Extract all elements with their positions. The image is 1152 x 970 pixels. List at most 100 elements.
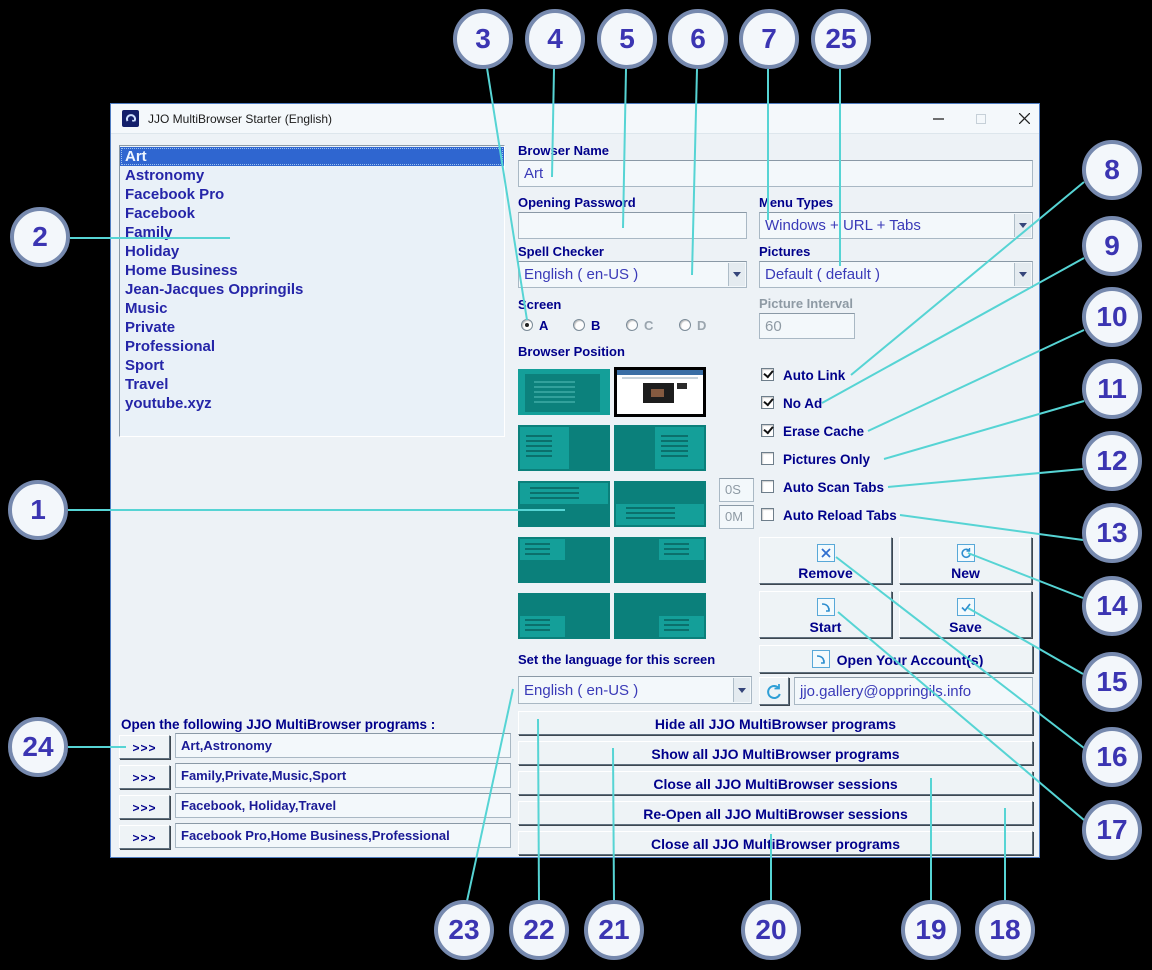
window-title: JJO MultiBrowser Starter (English) xyxy=(148,112,333,126)
screen-radio-c-label: C xyxy=(644,318,654,333)
spell-checker-label: Spell Checker xyxy=(518,244,604,259)
position-thumb-left-half[interactable] xyxy=(518,425,610,471)
screen-radio-b-label: B xyxy=(591,318,601,333)
list-item[interactable]: Private xyxy=(125,319,176,336)
list-item[interactable]: Professional xyxy=(125,338,216,355)
position-thumb-bottom-left[interactable] xyxy=(518,593,610,639)
browser-profile-list[interactable]: Art Astronomy Facebook Pro Facebook Fami… xyxy=(119,145,505,437)
list-item[interactable]: Astronomy xyxy=(125,167,205,184)
screen-radio-a[interactable] xyxy=(521,319,533,331)
auto-scan-tabs-checkbox[interactable] xyxy=(761,480,774,493)
minimize-button[interactable] xyxy=(921,106,955,131)
open-accounts-button[interactable]: Open Your Account(s) xyxy=(759,645,1033,673)
offset-seconds-input: 0S xyxy=(719,478,754,502)
list-item[interactable]: Facebook xyxy=(125,205,196,222)
callout-12: 12 xyxy=(1082,431,1142,491)
launch-set-3-button[interactable]: >>> xyxy=(119,795,170,819)
remove-button[interactable]: Remove xyxy=(759,537,892,584)
new-refresh-icon xyxy=(957,544,975,562)
new-button[interactable]: New xyxy=(899,537,1032,584)
auto-link-checkbox[interactable] xyxy=(761,368,774,381)
callout-5: 5 xyxy=(597,9,657,69)
pictures-select[interactable]: Default ( default ) xyxy=(759,261,1033,288)
refresh-icon xyxy=(764,682,783,706)
browser-name-input[interactable]: Art xyxy=(518,160,1033,187)
hide-all-button[interactable]: Hide all JJO MultiBrowser programs xyxy=(518,711,1033,735)
no-ad-label: No Ad xyxy=(783,396,823,411)
list-item[interactable]: Art xyxy=(120,147,504,166)
callout-2: 2 xyxy=(10,207,70,267)
erase-cache-checkbox[interactable] xyxy=(761,424,774,437)
opening-password-input[interactable] xyxy=(518,212,747,239)
position-thumb-bottom-half[interactable] xyxy=(614,481,706,527)
callout-23: 23 xyxy=(434,900,494,960)
screen-label: Screen xyxy=(518,297,562,312)
list-item[interactable]: youtube.xyz xyxy=(125,395,212,412)
show-all-button[interactable]: Show all JJO MultiBrowser programs xyxy=(518,741,1033,765)
callout-22: 22 xyxy=(509,900,569,960)
position-thumb-top-left[interactable] xyxy=(518,537,610,583)
screen-radio-d[interactable] xyxy=(679,319,691,331)
open-accounts-arrow-icon xyxy=(812,650,830,668)
list-item[interactable]: Home Business xyxy=(125,262,238,279)
list-item[interactable]: Sport xyxy=(125,357,165,374)
pictures-only-label: Pictures Only xyxy=(783,452,871,467)
callout-18: 18 xyxy=(975,900,1035,960)
position-thumb-selected[interactable] xyxy=(614,367,706,417)
launch-set-1-input[interactable]: Art,Astronomy xyxy=(175,733,511,758)
callout-3: 3 xyxy=(453,9,513,69)
callout-9: 9 xyxy=(1082,216,1142,276)
chevron-down-icon[interactable] xyxy=(1014,263,1031,286)
close-programs-button[interactable]: Close all JJO MultiBrowser programs xyxy=(518,831,1033,855)
auto-reload-tabs-checkbox[interactable] xyxy=(761,508,774,521)
no-ad-checkbox[interactable] xyxy=(761,396,774,409)
close-sessions-button[interactable]: Close all JJO MultiBrowser sessions xyxy=(518,771,1033,795)
position-thumb-bottom-right[interactable] xyxy=(614,593,706,639)
list-item[interactable]: Family xyxy=(125,224,173,241)
spell-checker-select[interactable]: English ( en-US ) xyxy=(518,261,747,288)
screen-radio-c[interactable] xyxy=(626,319,638,331)
start-button[interactable]: Start xyxy=(759,591,892,638)
callout-17: 17 xyxy=(1082,800,1142,860)
menu-types-label: Menu Types xyxy=(759,195,834,210)
chevron-down-icon[interactable] xyxy=(733,678,750,702)
launch-set-2-button[interactable]: >>> xyxy=(119,765,170,789)
callout-6: 6 xyxy=(668,9,728,69)
callout-16: 16 xyxy=(1082,727,1142,787)
position-thumb-top-right[interactable] xyxy=(614,537,706,583)
save-button[interactable]: Save xyxy=(899,591,1032,638)
callout-10: 10 xyxy=(1082,287,1142,347)
account-email-input[interactable]: jjo.gallery@oppringils.info xyxy=(794,677,1033,705)
list-item[interactable]: Jean-Jacques Oppringils xyxy=(125,281,304,298)
position-thumb-top-half[interactable] xyxy=(518,481,610,527)
pictures-only-checkbox[interactable] xyxy=(761,452,774,465)
launch-set-1-button[interactable]: >>> xyxy=(119,735,170,759)
launch-set-4-input[interactable]: Facebook Pro,Home Business,Professional xyxy=(175,823,511,848)
refresh-account-button[interactable] xyxy=(759,677,789,705)
launch-set-2-input[interactable]: Family,Private,Music,Sport xyxy=(175,763,511,788)
list-item[interactable]: Facebook Pro xyxy=(125,186,225,203)
launch-set-3-input[interactable]: Facebook, Holiday,Travel xyxy=(175,793,511,818)
language-select[interactable]: English ( en-US ) xyxy=(518,676,752,704)
launcher-label: Open the following JJO MultiBrowser prog… xyxy=(121,717,436,732)
menu-types-select[interactable]: Windows + URL + Tabs xyxy=(759,212,1033,239)
language-label: Set the language for this screen xyxy=(518,652,716,667)
browser-name-label: Browser Name xyxy=(518,143,610,158)
list-item[interactable]: Holiday xyxy=(125,243,180,260)
launch-set-4-button[interactable]: >>> xyxy=(119,825,170,849)
callout-11: 11 xyxy=(1082,359,1142,419)
close-button[interactable] xyxy=(1007,106,1041,131)
screen-radio-b[interactable] xyxy=(573,319,585,331)
callout-21: 21 xyxy=(584,900,644,960)
maximize-button[interactable] xyxy=(964,106,998,131)
list-item[interactable]: Music xyxy=(125,300,168,317)
app-logo-icon xyxy=(122,110,139,127)
list-item[interactable]: Travel xyxy=(125,376,169,393)
pictures-label: Pictures xyxy=(759,244,811,259)
position-thumb-right-half[interactable] xyxy=(614,425,706,471)
reopen-sessions-button[interactable]: Re-Open all JJO MultiBrowser sessions xyxy=(518,801,1033,825)
position-thumb-fullscreen[interactable] xyxy=(518,369,610,415)
chevron-down-icon[interactable] xyxy=(728,263,745,286)
chevron-down-icon[interactable] xyxy=(1014,214,1031,237)
